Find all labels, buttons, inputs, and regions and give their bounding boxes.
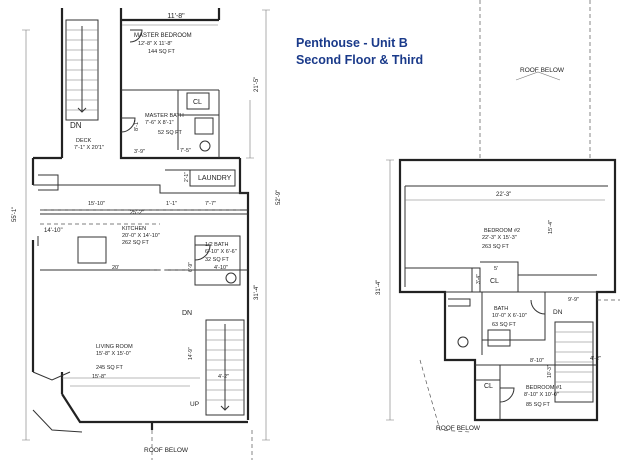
dim-31-4-right: 31'-4" xyxy=(376,280,382,295)
dim-3-9: 3'-9" xyxy=(134,149,145,155)
dim-7-5: 7'-5" xyxy=(180,148,191,154)
master-bedroom-label: MASTER BEDROOM xyxy=(134,33,192,39)
dim-4-10: 4'-10" xyxy=(214,265,228,271)
dim-15-4: 15'-4" xyxy=(548,220,554,234)
living-room-label: LIVING ROOM xyxy=(96,344,133,350)
dn-third: DN xyxy=(553,309,563,316)
half-bath-area: 32 SQ FT xyxy=(205,257,229,263)
dim-14-9: 14'-9" xyxy=(188,347,194,360)
dim-1-1: 1'-1" xyxy=(166,201,177,207)
living-room-dims: 15'-8" X 15'-0" xyxy=(96,351,131,357)
title-unit: Penthouse - Unit B xyxy=(296,36,408,50)
dim-14-10: 14'-10" xyxy=(44,228,63,234)
master-bath-dims: 7'-6" X 8'-1" xyxy=(145,120,174,126)
master-bedroom-dims: 12'-8" X 11'-8" xyxy=(138,41,172,47)
bedroom1-area: 85 SQ FT xyxy=(526,402,550,408)
roof-below-left: ROOF BELOW xyxy=(144,447,189,454)
dim-3-4: 3'-4" xyxy=(476,274,482,284)
dim-4-2-right: 4'-2" xyxy=(590,356,601,362)
dn-upper: DN xyxy=(70,121,82,130)
dim-9-9: 9'-9" xyxy=(568,297,579,303)
stair-third-treads xyxy=(555,331,593,393)
bedroom1-dims: 8'-10" X 10'-0" xyxy=(524,392,559,398)
dim-52-9: 52'-9" xyxy=(276,190,282,205)
dim-8-1: 8'-1" xyxy=(134,120,140,131)
bath-label: BATH xyxy=(494,306,508,312)
dim-4-2-left: 4'-2" xyxy=(218,374,229,380)
dim-21-5: 21'-5" xyxy=(254,77,260,92)
bath-dims: 10'-0" X 6'-10" xyxy=(492,313,527,319)
bedroom1-label: BEDROOM #1 xyxy=(526,385,562,391)
bedroom2-label: BEDROOM #2 xyxy=(484,228,520,234)
cl-master: CL xyxy=(193,99,202,106)
dim-5: 5' xyxy=(494,266,498,272)
living-room-area: 245 SQ FT xyxy=(96,365,124,371)
dim-15-10: 15'-10" xyxy=(88,201,105,207)
bedroom2-dims: 22'-3" X 15'-3" xyxy=(482,235,517,241)
dim-22-3: 22'-3" xyxy=(496,192,511,198)
dim-20: 20' xyxy=(112,265,119,271)
master-bedroom-area: 144 SQ FT xyxy=(148,49,176,55)
dim-10-3: 10'-3" xyxy=(547,365,553,378)
dn-lower: DN xyxy=(182,310,192,317)
dim-2-1: 2'-1" xyxy=(184,172,190,182)
cl-bedroom1: CL xyxy=(484,383,493,390)
roof-below-right-top: ROOF BELOW xyxy=(520,67,565,74)
deck-label: DECK xyxy=(76,138,92,144)
kitchen-area: 262 SQ FT xyxy=(122,240,150,246)
cl-bedroom2: CL xyxy=(490,278,499,285)
bath-area: 63 SQ FT xyxy=(492,322,516,328)
half-bath-label: 1/2 BATH xyxy=(205,242,228,248)
deck-dims: 7'-1" X 20'1" xyxy=(74,145,104,151)
kitchen-label: KITCHEN xyxy=(122,226,146,232)
dim-11-8: 11'-8" xyxy=(167,13,185,20)
kitchen-dims: 20'-0" X 14'-10" xyxy=(122,233,160,239)
roof-below-right-bottom: ROOF BELOW xyxy=(436,425,481,432)
dim-6-9: 6'-9" xyxy=(188,262,194,272)
dim-15-8: 15'-8" xyxy=(92,374,106,380)
left-plan: 11'-8" MASTER BEDROOM 12'-8" X 11'-8" 14… xyxy=(12,8,282,460)
dim-25-2: 25'-2" xyxy=(130,210,144,216)
up-label: UP xyxy=(190,401,199,408)
master-bath-label: MASTER BATH xyxy=(145,113,184,119)
master-bath-area: 52 SQ FT xyxy=(158,130,182,136)
dim-8-10: 8'-10" xyxy=(530,358,544,364)
dim-55-1: 55'-1" xyxy=(12,207,18,222)
dim-31-4-left: 31'-4" xyxy=(254,285,260,300)
dim-7-7: 7'-7" xyxy=(205,201,216,207)
title-floors: Second Floor & Third xyxy=(296,53,424,67)
laundry-label: LAUNDRY xyxy=(198,175,232,182)
bedroom2-area: 263 SQ FT xyxy=(482,244,510,250)
right-plan: ROOF BELOW 31'-4" 22'-3" BEDROOM #2 22'-… xyxy=(376,0,620,433)
half-bath-dims: 6'-10" X 6'-6" xyxy=(205,249,237,255)
